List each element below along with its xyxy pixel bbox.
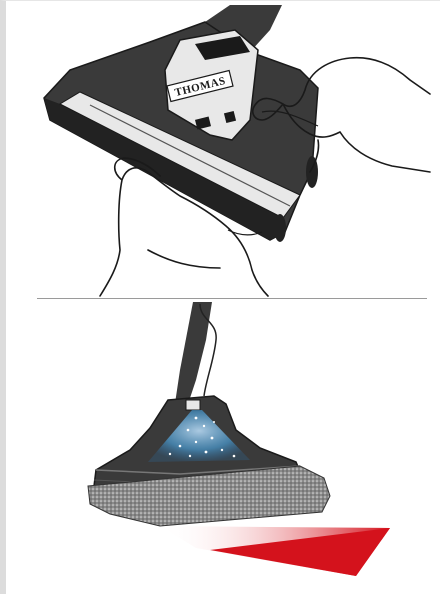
nozzle-spray-illustration	[0, 300, 440, 594]
nozzle-attach-illustration: THOMAS	[0, 0, 440, 298]
section-divider	[37, 298, 427, 299]
